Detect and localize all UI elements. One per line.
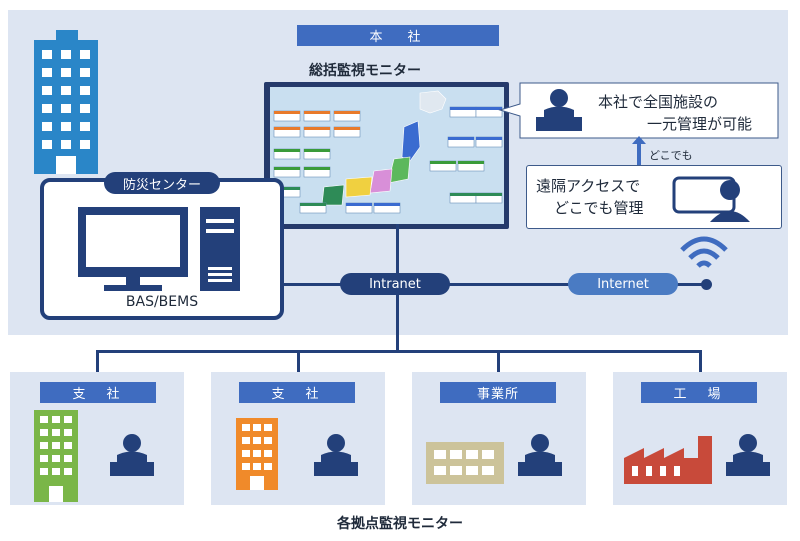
- computer-icon: [78, 207, 240, 291]
- callout-bottom-line2: どこでも管理: [554, 199, 644, 217]
- site-label-office: 事業所: [440, 382, 556, 403]
- network-endpoint-dot: [701, 279, 712, 290]
- bas-bems-label: BAS/BEMS: [125, 294, 199, 310]
- green-building-icon: [34, 410, 78, 502]
- site-label-branch-1: 支 社: [40, 382, 156, 403]
- site-monitor-title: 各拠点監視モニター: [337, 516, 463, 532]
- monitor-title: 総括監視モニター: [309, 63, 421, 79]
- office-building-icon: [426, 442, 504, 484]
- operator-icon: [726, 434, 770, 476]
- wifi-icon: [680, 236, 728, 268]
- callout-top-line2: 一元管理が可能: [647, 115, 753, 133]
- double-arrow-icon: [632, 136, 646, 174]
- headquarters-label: 本 社: [297, 25, 499, 46]
- intranet-label: Intranet: [340, 273, 450, 295]
- headquarters-building-icon: [34, 30, 98, 174]
- operator-icon: [518, 434, 562, 476]
- factory-icon: [624, 436, 712, 484]
- site-label-branch-2: 支 社: [239, 382, 355, 403]
- branch-line-3: [497, 350, 500, 374]
- monitor-connection-line: [396, 224, 399, 284]
- orange-building-icon: [236, 418, 278, 490]
- branch-line-1: [96, 350, 99, 374]
- callout-top-line1: 本社で全国施設の: [598, 93, 719, 111]
- disaster-center-label: 防災センター: [104, 172, 220, 194]
- monitor-screen: [270, 87, 504, 224]
- network-backbone-line: [284, 283, 708, 286]
- trunk-line: [396, 284, 399, 352]
- japan-map-icon: [273, 90, 503, 214]
- tablet-user-icon: [672, 176, 750, 222]
- branch-line-2: [297, 350, 300, 374]
- callout-bottom-line1: 遠隔アクセスで: [536, 177, 641, 195]
- operator-icon: [110, 434, 154, 476]
- internet-label: Internet: [568, 273, 678, 295]
- distribution-line: [96, 350, 702, 353]
- branch-line-4: [699, 350, 702, 374]
- anywhere-label: どこでも: [649, 149, 693, 162]
- operator-icon: [314, 434, 358, 476]
- site-label-factory: 工 場: [641, 382, 757, 403]
- operator-icon: [536, 89, 582, 131]
